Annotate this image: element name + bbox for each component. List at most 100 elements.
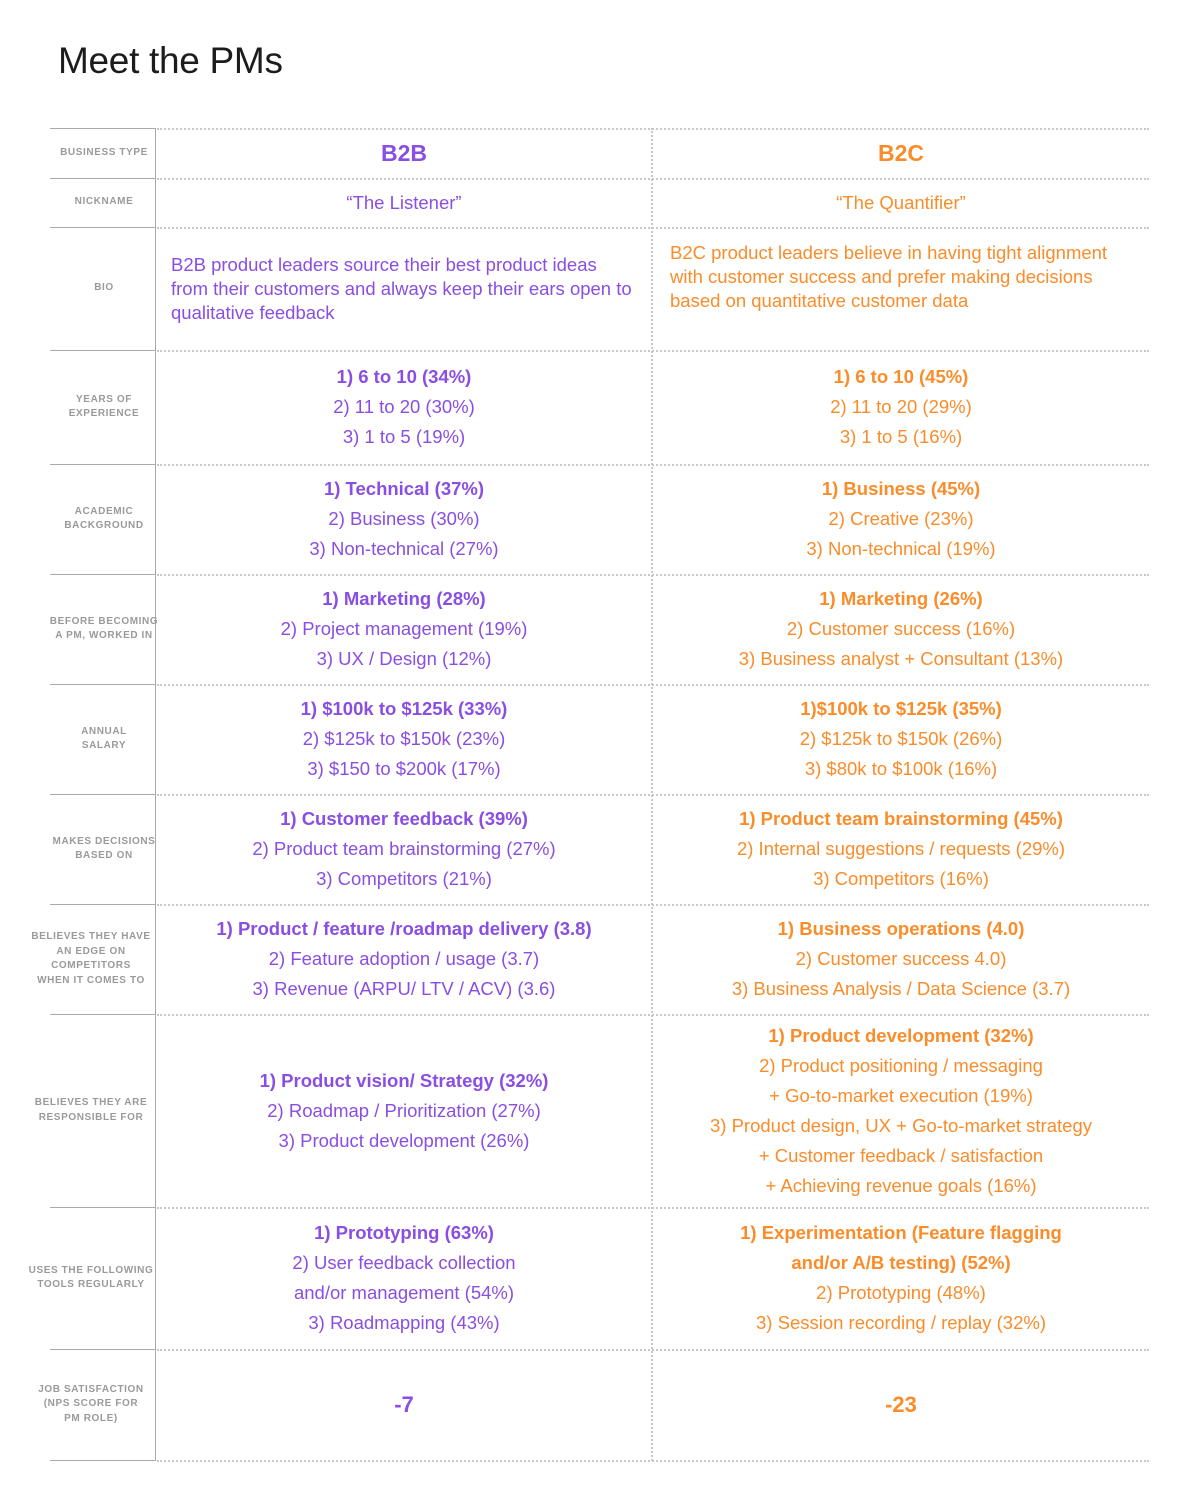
row-divider-dotted: [157, 1014, 1149, 1016]
b2c-line: 3) Session recording / replay (32%): [756, 1312, 1046, 1333]
b2b-line: 2) Project management (19%): [280, 618, 528, 639]
b2b-cell: B2B product leaders source their best pr…: [171, 253, 632, 323]
b2b-line: 2) $125k to $150k (23%): [302, 728, 506, 749]
b2b-line: 2) User feedback collection: [292, 1252, 516, 1273]
b2b-line: 3) Revenue (ARPU/ LTV / ACV) (3.6): [252, 978, 556, 999]
b2b-line: 2) Product team brainstorming (27%): [252, 838, 556, 859]
b2b-line: 3) Competitors (21%): [316, 868, 492, 889]
b2c-cell: 1) Product development (32%) 2) Product p…: [653, 1014, 1149, 1207]
b2b-line: 3) UX / Design (12%): [316, 648, 492, 669]
b2b-line: 1) Marketing (28%): [322, 588, 486, 609]
b2c-line: 2) Product positioning / messaging: [759, 1054, 1043, 1076]
b2c-line: 2) Customer success 4.0): [795, 948, 1007, 969]
row-divider: [50, 464, 156, 465]
row-label: BELIEVES THEY ARE RESPONSIBLE FOR: [34, 1097, 148, 1123]
row-annual-salary: ANNUAL SALARY 1) $100k to $125k (33%)2) $…: [0, 684, 1199, 794]
column-divider: [651, 128, 653, 1461]
row-divider: [50, 1349, 156, 1350]
b2b-line: 2) 11 to 20 (30%): [333, 396, 475, 417]
b2c-cell: 1)$100k to $125k (35%)2) $125k to $150k …: [653, 684, 1149, 794]
b2c-cell: -23: [653, 1349, 1149, 1460]
row-label: BELIEVES THEY HAVE AN EDGE ON COMPETITOR…: [31, 931, 151, 986]
row-label: NICKNAME: [74, 196, 134, 208]
b2b-line: B2B: [380, 140, 427, 166]
b2c-line: 3) Competitors (16%): [813, 868, 989, 889]
b2c-cell: 1) Business operations (4.0) 2) Customer …: [653, 904, 1149, 1014]
b2b-cell: “The Listener”: [157, 178, 651, 227]
b2c-line: B2C: [877, 140, 924, 166]
row-divider-dotted: [157, 1460, 1149, 1462]
row-responsibilities: BELIEVES THEY ARE RESPONSIBLE FOR 1) Prod…: [0, 1014, 1199, 1207]
b2c-line: 2) Creative (23%): [828, 508, 974, 529]
row-label: YEARS OF EXPERIENCE: [68, 393, 140, 420]
b2b-line: 2) Feature adoption / usage (3.7): [268, 948, 540, 969]
row-label: MAKES DECISIONS BASED ON: [52, 835, 156, 862]
b2c-line: 1) Product development (32%): [768, 1024, 1034, 1046]
row-divider: [50, 904, 156, 905]
b2c-line: 2) $125k to $150k (26%): [799, 728, 1003, 749]
row-divider-dotted: [157, 128, 1149, 130]
row-divider-dotted: [157, 1207, 1149, 1209]
b2c-line: 1) Product team brainstorming (45%): [739, 808, 1063, 829]
row-prior-role: BEFORE BECOMING A PM, WORKED IN 1) Market…: [0, 574, 1199, 684]
b2b-cell: 1) Product vision/ Strategy (32%) 2) Road…: [157, 1014, 651, 1207]
b2b-line: 1) Customer feedback (39%): [280, 808, 528, 829]
b2b-line: 3) 1 to 5 (19%): [342, 426, 466, 447]
b2c-line: 3) Non-technical (19%): [806, 538, 996, 559]
b2b-line: 3) Non-technical (27%): [309, 538, 499, 559]
row-label: ANNUAL SALARY: [81, 725, 127, 752]
row-label: USES THE FOLLOWING TOOLS REGULARLY: [28, 1264, 154, 1291]
b2c-line: 1) 6 to 10 (45%): [833, 366, 969, 387]
row-divider-dotted: [157, 464, 1149, 466]
b2c-line: + Achieving revenue goals (16%): [765, 1174, 1037, 1196]
b2c-line: + Customer feedback / satisfaction: [758, 1144, 1044, 1166]
b2b-cell: 1) Customer feedback (39%) 2) Product tea…: [157, 794, 651, 904]
b2b-line: 2) Business (30%): [328, 508, 480, 529]
row-divider-dotted: [157, 904, 1149, 906]
b2c-line: 3) $80k to $100k (16%): [804, 758, 998, 779]
row-business-type: BUSINESS TYPE B2B B2C: [0, 128, 1199, 178]
row-divider-dotted: [157, 574, 1149, 576]
b2b-line: 1) Product vision/ Strategy (32%): [259, 1069, 549, 1091]
row-divider: [50, 1460, 156, 1461]
label-column-divider: [155, 128, 156, 1461]
b2b-cell: 1) Prototyping (63%) 2) User feedback col…: [157, 1207, 651, 1349]
row-divider-dotted: [157, 227, 1149, 229]
b2c-cell: 1) Product team brainstorming (45%)2) In…: [653, 794, 1149, 904]
b2c-line: 3) Business analyst + Consultant (13%): [738, 648, 1064, 669]
b2b-line: 3) Roadmapping (43%): [308, 1312, 500, 1333]
b2b-line: and/or management (54%): [293, 1282, 515, 1303]
row-label: JOB SATISFACTION (NPS SCORE FOR PM ROLE): [38, 1383, 144, 1424]
b2b-line: 1) Prototyping (63%): [314, 1222, 494, 1243]
b2c-line: 2) Prototyping (48%): [816, 1282, 986, 1303]
b2b-cell: -7: [157, 1349, 651, 1460]
b2b-cell: 1) $100k to $125k (33%)2) $125k to $150k…: [157, 684, 651, 794]
row-divider: [50, 227, 156, 228]
b2c-line: 1) Business operations (4.0): [777, 918, 1025, 939]
b2c-line: 1) Experimentation (Feature flagging: [740, 1222, 1062, 1243]
b2c-line: 1) Business (45%): [821, 478, 981, 499]
row-divider-dotted: [157, 350, 1149, 352]
row-label: BEFORE BECOMING A PM, WORKED IN: [49, 615, 159, 642]
b2b-line: 2) Roadmap / Prioritization (27%): [267, 1099, 541, 1121]
row-divider: [50, 350, 156, 351]
row-divider: [50, 1207, 156, 1208]
b2c-line: “The Quantifier”: [836, 191, 966, 213]
row-divider: [50, 684, 156, 685]
row-label: ACADEMIC BACKGROUND: [64, 505, 144, 532]
row-divider: [50, 574, 156, 575]
row-divider-dotted: [157, 794, 1149, 796]
row-job-satisfaction: JOB SATISFACTION (NPS SCORE FOR PM ROLE)…: [0, 1349, 1199, 1460]
b2c-line: -23: [885, 1391, 917, 1417]
b2c-cell: B2C product leaders believe in having ti…: [670, 242, 1108, 311]
row-label: BUSINESS TYPE: [60, 146, 148, 158]
b2b-line: “The Listener”: [346, 191, 462, 213]
b2c-line: + Go-to-market execution (19%): [769, 1084, 1033, 1106]
b2c-cell: “The Quantifier”: [653, 178, 1149, 227]
b2c-cell: 1) Business (45%) 2) Creative (23%) 3) Non…: [653, 464, 1149, 574]
